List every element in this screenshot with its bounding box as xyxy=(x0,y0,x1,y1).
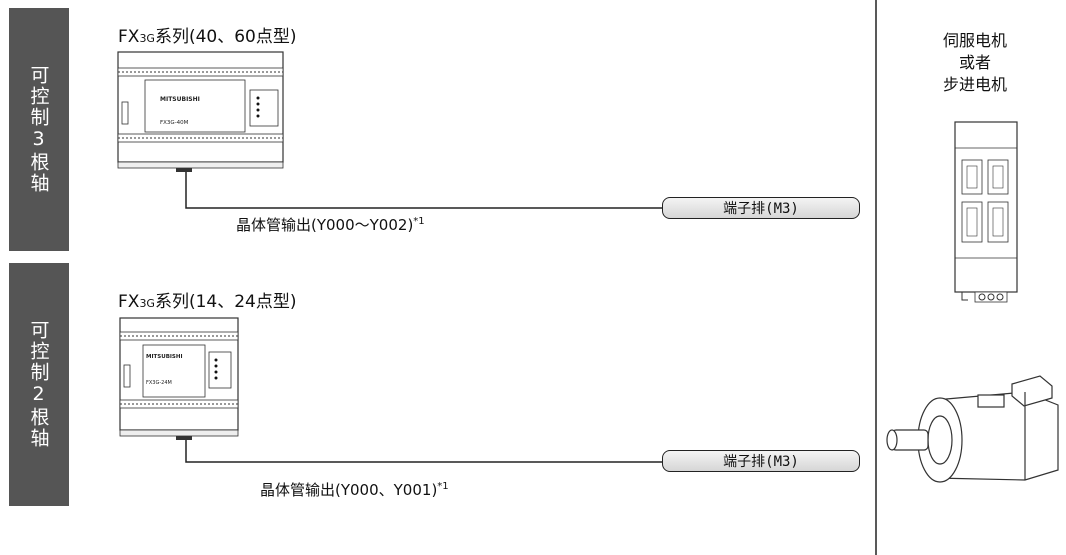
terminal-block-2: 端子排(M3) xyxy=(662,450,860,472)
servo-title-line1: 伺服电机 xyxy=(942,31,1007,50)
plc-brand-text-1: MITSUBISHI xyxy=(160,96,200,103)
wire-1 xyxy=(185,172,662,209)
terminal-block-1: 端子排(M3) xyxy=(662,197,860,219)
servo-title-line2: 或者 xyxy=(958,53,991,72)
plc-title-40-60: FX3G系列(40、60点型) xyxy=(118,27,297,47)
plc-model-text-2: FX3G-24M xyxy=(146,380,172,386)
plc-unit-14-24-icon: MITSUBISHI FX3G-24M xyxy=(119,317,239,440)
plc-title-14-24: FX3G系列(14、24点型) xyxy=(118,292,297,312)
servo-title-line3: 步进电机 xyxy=(942,75,1007,94)
plc-model-text-1: FX3G-40M xyxy=(160,120,189,126)
axis-band-2-label: 可控制2根轴 xyxy=(27,320,50,449)
plc-brand-text-2: MITSUBISHI xyxy=(146,354,183,360)
axis-band-3-label: 可控制3根轴 xyxy=(27,65,50,194)
wire-2 xyxy=(185,440,662,463)
plc-unit-40-60-icon: MITSUBISHI FX3G-40M xyxy=(117,51,284,172)
output-label-1: 晶体管输出(Y000～Y002)*1 xyxy=(236,216,425,234)
servo-stepper-title: 伺服电机 或者 步进电机 xyxy=(905,30,1045,96)
servo-amplifier-icon xyxy=(954,121,1018,303)
axis-band-3: 可控制3根轴 xyxy=(9,8,69,251)
axis-band-2: 可控制2根轴 xyxy=(9,263,69,506)
output-label-2: 晶体管输出(Y000、Y001)*1 xyxy=(260,481,449,499)
servo-motor-icon xyxy=(886,375,1059,483)
